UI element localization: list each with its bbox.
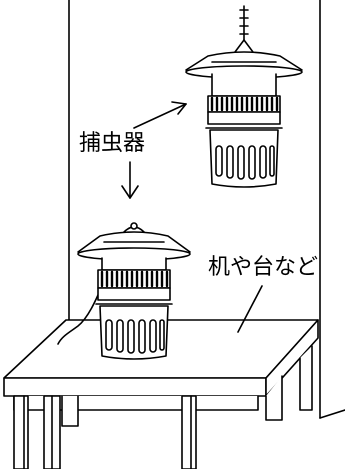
power-cord [57,285,103,345]
table-trap [77,222,191,360]
arrow-to-table-trap [121,161,139,199]
arrow-to-hanging-trap [133,101,187,129]
hanging-trap [185,5,303,188]
trap-label: 捕虫器 [79,131,146,156]
room-wall [68,0,345,419]
table-leader-line [237,285,263,333]
table-label: 机や台など [208,255,319,280]
